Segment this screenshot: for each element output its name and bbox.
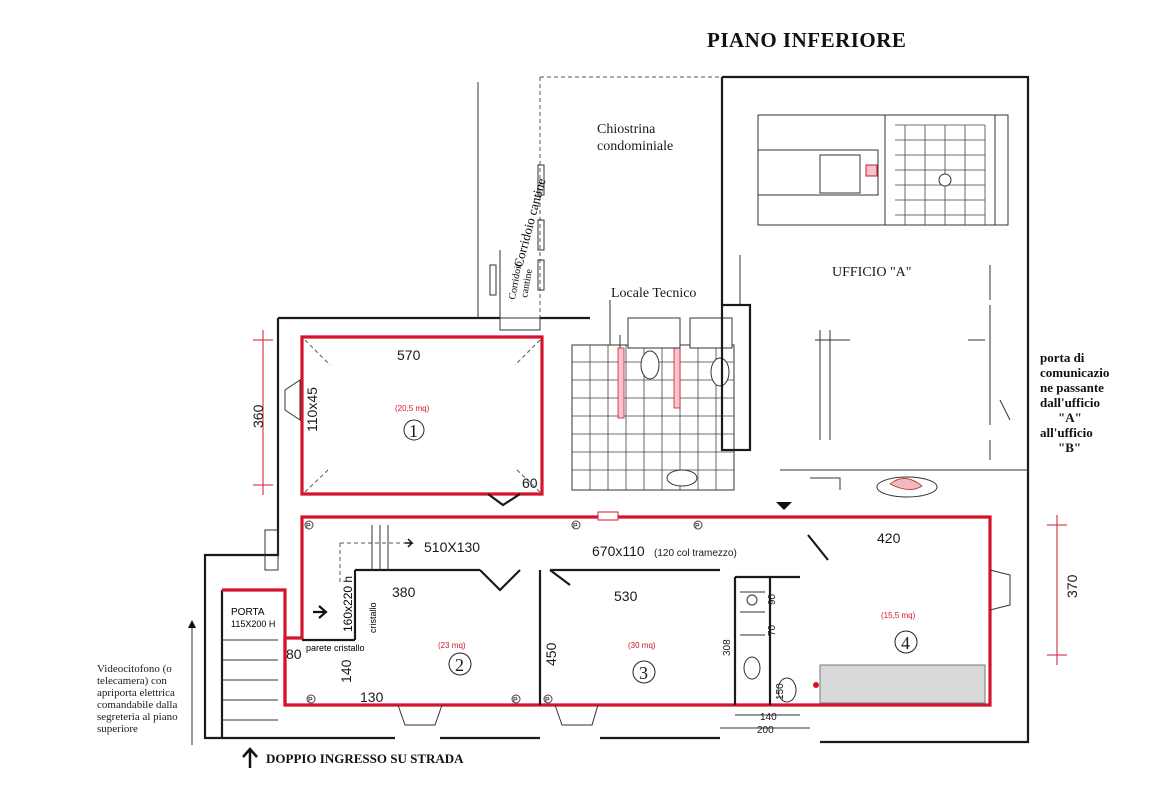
room-2-number: 2 [455,655,464,675]
note-line: comunicazio [1040,365,1109,380]
note-line: dall'ufficio [1040,395,1100,410]
stairs [339,525,414,585]
room-4-number: 4 [901,633,910,653]
note-line: all'ufficio [1040,425,1093,440]
corridoio-small-label-2: cantine [519,268,535,299]
p-marker: P [545,697,550,704]
dim-80: 80 [286,646,302,662]
p-marker: P [695,523,700,530]
dimension-lines [253,330,1067,729]
room-1-area: (20,5 mq) [395,404,430,413]
cristallo-label: cristallo [368,602,378,633]
locale-tecnico-label: Locale Tecnico [611,286,696,301]
corridoio-cantine-label: Corridoio cantine [510,176,548,268]
porta-label-1: PORTA [231,607,265,618]
note-line: "A" [1058,410,1082,425]
up-arrow-icon [242,747,258,768]
note-line: porta di [1040,350,1085,365]
ufficio-a-interior [739,114,1028,498]
dim-130: 130 [360,689,384,705]
windows [264,317,1011,726]
dim-370: 370 [1064,574,1080,598]
dim-670-note: (120 col tramezzo) [654,548,737,559]
videocitofono-note: Videocitofono (o telecamera) con apripor… [97,620,196,745]
dim-308: 308 [722,639,733,656]
dim-60: 60 [522,475,538,491]
room-outlines [222,335,992,707]
room-3-area: (30 mq) [628,641,656,650]
entry-arrow-icon [313,605,328,619]
dim-530: 530 [614,588,638,604]
note-line: apriporta elettrica [97,687,175,699]
dim-90: 90 [767,593,778,605]
dim-420: 420 [877,530,901,546]
room-4: (15,5 mq) 4 [881,611,918,654]
note-line: ne passante [1040,380,1104,395]
dim-200: 200 [757,725,774,736]
p-marker: P [306,523,311,530]
dim-570: 570 [397,347,421,363]
p-marker: P [308,697,313,704]
dim-70: 70 [767,624,778,636]
note-line: superiore [97,723,138,735]
dim-450: 450 [543,642,559,666]
room-3-number: 3 [639,663,648,683]
locale-tecnico [571,300,752,491]
dim-150: 150 [775,683,786,700]
chiostrina-label-1: Chiostrina [597,122,656,137]
ingresso-label: DOPPIO INGRESSO SU STRADA [266,751,464,766]
porta-label-2: 115X200 H [231,619,275,629]
plan-title: PIANO INFERIORE [707,28,906,52]
note-line: telecamera) con [97,675,167,687]
comunicazione-note: porta di comunicazio ne passante dall'uf… [1040,350,1109,455]
dim-670x110: 670x110 [592,543,645,559]
dim-360: 360 [250,404,266,428]
dim-110x45: 110x45 [304,387,320,432]
note-line: segreteria al piano [97,711,178,723]
outer-walls [203,75,1030,744]
room1-details [304,339,541,493]
parete-cristallo-label: parete cristallo [306,643,365,653]
room-4-area: (15,5 mq) [881,611,916,620]
dim-380: 380 [392,584,416,600]
inner-walls [302,493,986,705]
chiostrina-outline [489,76,722,318]
dim-510x130: 510X130 [424,539,480,555]
room-1: (20,5 mq) 1 [395,404,430,441]
note-line: "B" [1058,440,1081,455]
chiostrina-label-2: condominiale [597,139,673,154]
dim-140-horizontal: 140 [760,712,777,723]
p-marker: P [573,523,578,530]
dim-140-vertical: 140 [338,659,354,683]
dim-160x220: 160x220 h [341,576,355,632]
room-3: (30 mq) 3 [628,641,656,684]
room-2-area: (23 mq) [438,641,466,650]
p-markers: P P P P P P [304,520,703,704]
p-marker: P [513,697,518,704]
room-1-number: 1 [409,421,418,441]
note-line: comandabile dalla [97,699,177,711]
room-2: (23 mq) 2 [438,641,472,676]
ufficio-a-label: UFFICIO "A" [832,265,912,280]
note-line: Videocitofono (o [97,663,172,675]
